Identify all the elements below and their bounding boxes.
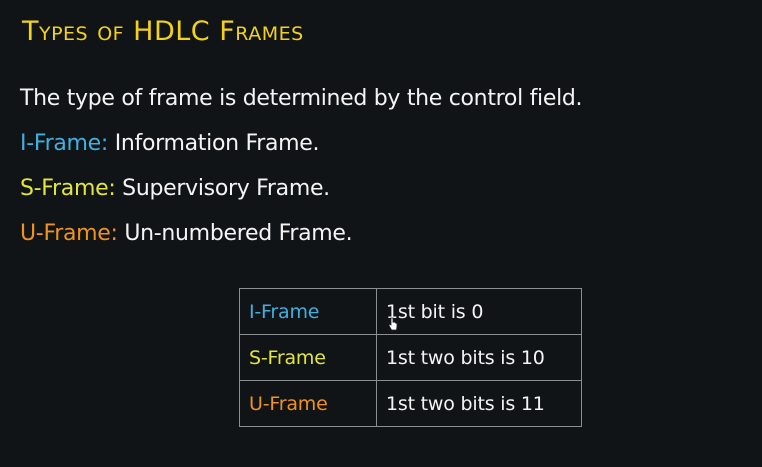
hand-pointer-icon [388,317,398,331]
table-cell-rule: 1st two bits is 11 [376,380,582,427]
frame-type-i-label: I-Frame: [20,131,108,156]
slide-title: Types of HDLC Frames [22,16,304,47]
table-cell-frame: I-Frame [239,288,377,335]
frame-type-i: I-Frame: Information Frame. [20,131,319,156]
table-cell-rule: 1st bit is 0 [376,288,582,335]
table-row: S-Frame 1st two bits is 10 [239,334,582,381]
frame-type-s: S-Frame: Supervisory Frame. [20,176,330,201]
frame-type-u-description: Un-numbered Frame. [124,221,353,246]
intro-text: The type of frame is determined by the c… [20,86,583,111]
table-row: U-Frame 1st two bits is 11 [239,380,582,427]
frame-type-s-label: S-Frame: [20,176,116,201]
frame-type-u-label: U-Frame: [20,221,118,246]
table-row: I-Frame 1st bit is 0 [239,288,582,335]
table-cell-frame: U-Frame [239,380,377,427]
table-cell-rule: 1st two bits is 10 [376,334,582,381]
frame-bits-table: I-Frame 1st bit is 0 S-Frame 1st two bit… [239,288,582,427]
table-cell-frame: S-Frame [239,334,377,381]
frame-type-s-description: Supervisory Frame. [122,176,330,201]
frame-type-i-description: Information Frame. [114,131,320,156]
frame-type-u: U-Frame: Un-numbered Frame. [20,221,353,246]
